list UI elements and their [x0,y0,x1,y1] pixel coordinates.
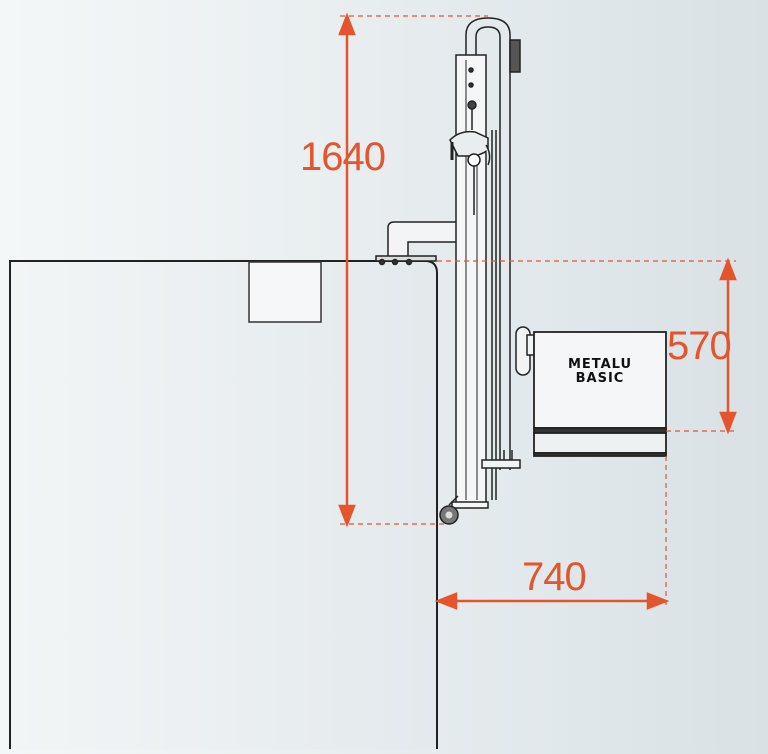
lift-mast [451,17,521,509]
control-handle [449,100,491,215]
wheel [439,495,459,525]
product-name-line1: METALU [567,357,633,372]
dimension-label-tank-height: 570 [667,324,732,368]
mounting-base [375,221,459,266]
control-box [533,331,667,457]
product-name: METALU BASIC [548,358,652,386]
pool-wall [9,260,438,749]
skimmer-box [248,261,322,323]
dimension-label-height: 1640 [300,135,386,179]
hanging-handle [481,326,536,469]
dimension-label-reach: 740 [522,555,587,599]
product-name-line2: BASIC [575,371,625,386]
dimension-lines [338,12,737,610]
support-rail [491,130,497,500]
